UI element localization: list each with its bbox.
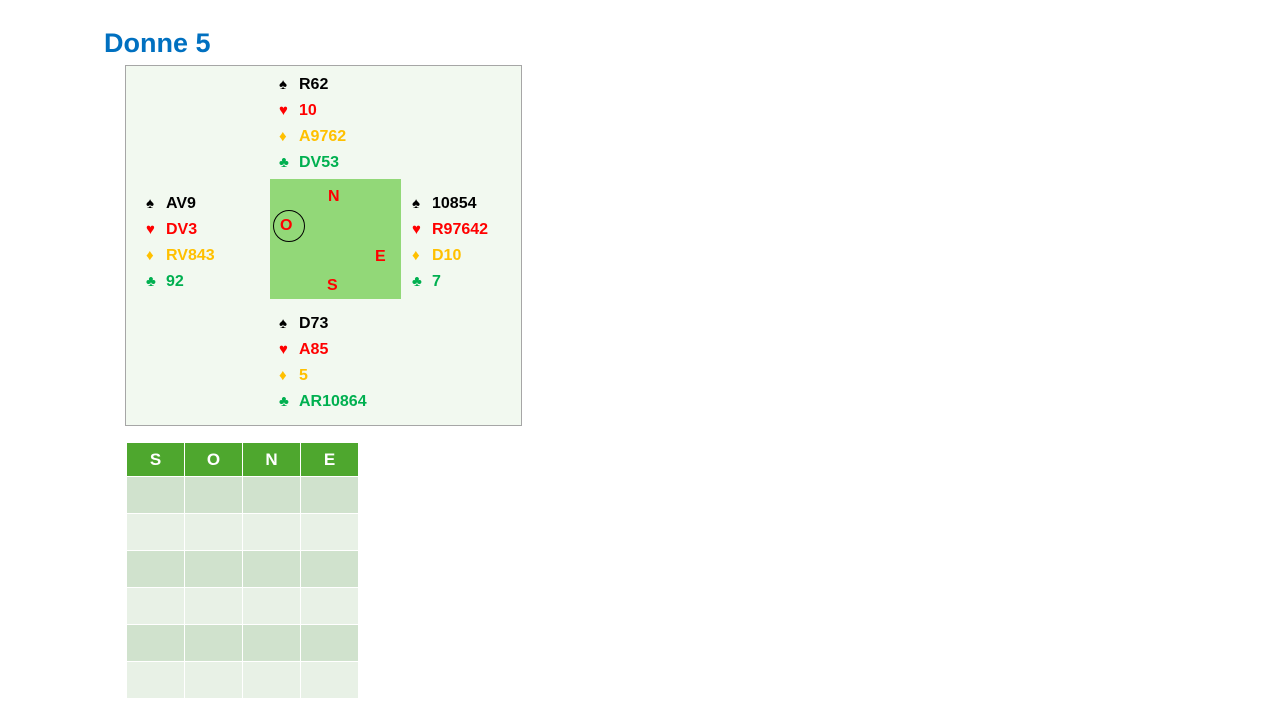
west-spades: ♠AV9 [146,191,196,217]
bid-cell[interactable] [184,624,243,662]
bid-cell[interactable] [126,661,185,699]
bid-cell[interactable] [126,587,185,625]
bid-cell[interactable] [184,513,243,551]
heart-icon: ♥ [279,102,288,119]
bid-cell[interactable] [184,476,243,514]
east-hearts: ♥R97642 [412,217,488,243]
bid-cell[interactable] [242,513,301,551]
spade-icon: ♠ [146,195,154,212]
bid-cell[interactable] [300,624,359,662]
bid-cell[interactable] [300,476,359,514]
bid-cell[interactable] [300,587,359,625]
bidding-row [126,587,359,625]
deal-title: Donne 5 [104,28,211,58]
diamond-icon: ♦ [279,128,287,145]
header-west: O [184,442,243,477]
bid-cell[interactable] [300,550,359,588]
diamond-icon: ♦ [279,367,287,384]
spade-icon: ♠ [412,195,420,212]
east-spades: ♠10854 [412,191,477,217]
north-spades: ♠R62 [279,72,328,98]
north-clubs: ♣DV53 [279,150,339,176]
south-spades: ♠D73 [279,311,328,337]
west-hearts: ♥DV3 [146,217,197,243]
bid-cell[interactable] [300,513,359,551]
bidding-header-row: S O N E [126,442,359,477]
bid-cell[interactable] [242,587,301,625]
bid-cell[interactable] [126,513,185,551]
east-diamonds: ♦D10 [412,243,461,269]
heart-icon: ♥ [279,341,288,358]
bid-cell[interactable] [126,476,185,514]
north-hearts: ♥10 [279,98,317,124]
compass-north: N [328,188,340,205]
bid-cell[interactable] [126,550,185,588]
bidding-row [126,476,359,514]
compass-table: N O E S [270,179,401,299]
north-diamonds: ♦A9762 [279,124,346,150]
bid-cell[interactable] [184,661,243,699]
bidding-row [126,513,359,551]
heart-icon: ♥ [146,221,155,238]
bid-cell[interactable] [300,661,359,699]
dealer-marker [273,210,305,242]
bid-cell[interactable] [184,587,243,625]
spade-icon: ♠ [279,315,287,332]
bid-cell[interactable] [184,550,243,588]
bid-cell[interactable] [126,624,185,662]
south-diamonds: ♦5 [279,363,308,389]
bid-cell[interactable] [242,550,301,588]
diamond-icon: ♦ [412,247,420,264]
heart-icon: ♥ [412,221,421,238]
west-clubs: ♣92 [146,269,184,295]
west-diamonds: ♦RV843 [146,243,215,269]
bid-cell[interactable] [242,476,301,514]
club-icon: ♣ [279,154,289,171]
diamond-icon: ♦ [146,247,154,264]
bidding-table: S O N E [126,442,359,699]
deal-diagram: ♠R62 ♥10 ♦A9762 ♣DV53 ♠AV9 ♥DV3 ♦RV843 ♣… [125,65,522,426]
south-clubs: ♣AR10864 [279,389,367,415]
header-east: E [300,442,359,477]
club-icon: ♣ [279,393,289,410]
east-clubs: ♣7 [412,269,441,295]
bidding-row [126,661,359,699]
spade-icon: ♠ [279,76,287,93]
club-icon: ♣ [412,273,422,290]
compass-south: S [327,277,338,294]
south-hearts: ♥A85 [279,337,328,363]
bid-cell[interactable] [242,661,301,699]
club-icon: ♣ [146,273,156,290]
bidding-row [126,550,359,588]
compass-west: O [280,217,293,234]
bidding-row [126,624,359,662]
header-north: N [242,442,301,477]
bid-cell[interactable] [242,624,301,662]
compass-east: E [375,248,386,265]
header-south: S [126,442,185,477]
